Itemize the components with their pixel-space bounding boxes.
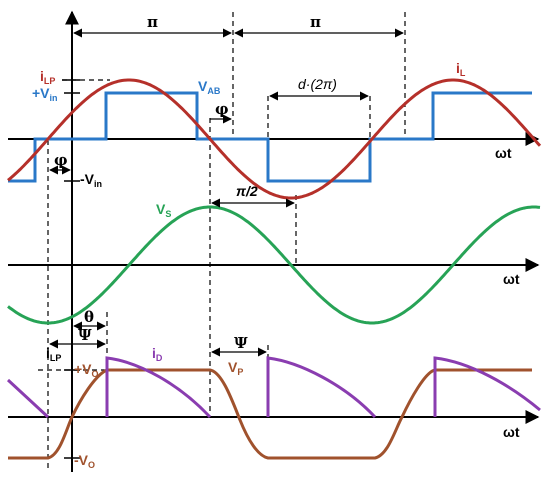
vp-waveform <box>8 368 532 460</box>
phi-label-2: φ <box>54 151 68 169</box>
vo-neg-label: -VO <box>74 452 95 470</box>
dashed-guides <box>38 12 406 470</box>
il-waveform <box>7 78 542 200</box>
vs-waveform <box>7 205 541 325</box>
pi-interval-arrows <box>49 28 404 175</box>
pi-label-1: π <box>147 13 158 31</box>
pi-label-2: π <box>310 13 321 31</box>
omega-t-label-top: ωt <box>495 145 512 161</box>
ilp-label-bottom: iLP <box>46 345 61 363</box>
il-label: iL <box>456 60 466 78</box>
vo-pos-label: +VO <box>74 361 99 379</box>
id-label: iD <box>152 345 163 363</box>
vab-waveform <box>8 91 532 183</box>
ilp-label-top: iLP <box>40 68 55 86</box>
psi-label-2: Ψ <box>234 334 248 352</box>
id-waveform <box>6 356 541 419</box>
omega-t-label-bottom: ωt <box>503 424 520 440</box>
omega-t-label-middle: ωt <box>503 271 520 287</box>
psi-label-1: Ψ <box>78 326 92 344</box>
vin-pos-label: +Vin <box>32 85 58 103</box>
phi-label-1: φ <box>215 100 229 118</box>
duty-cycle-label: d·(2π) <box>298 76 337 92</box>
theta-label: θ <box>84 308 94 326</box>
vp-label: VP <box>228 359 243 377</box>
vab-label: VAB <box>198 78 221 96</box>
bottom-interval-arrows <box>49 321 267 357</box>
vs-label: VS <box>156 201 171 219</box>
pi-half-label: π/2 <box>236 183 258 199</box>
vin-neg-label: -Vin <box>80 171 102 189</box>
